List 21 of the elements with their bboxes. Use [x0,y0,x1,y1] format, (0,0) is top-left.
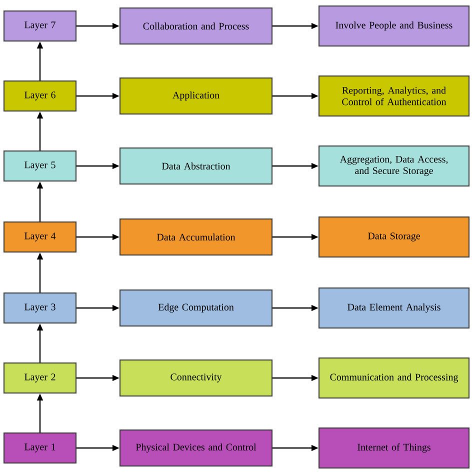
layer-box: Layer 4 [4,222,76,252]
layer-box: Layer 5 [4,150,76,182]
process-box: Physical Devices and Control [120,430,272,466]
process-box: Application [120,78,272,114]
process-box: Data Abstraction [120,148,272,184]
process-box: Collaboration and Process [120,8,272,44]
layer-box: Layer 6 [4,80,76,112]
process-box: Data Accumulation [120,218,272,256]
layer-box: Layer 3 [4,292,76,324]
outcome-box: Data Storage [318,216,470,258]
process-box: Connectivity [120,360,272,396]
outcome-box: Reporting, Analytics, and Control of Authentication [318,76,470,116]
layer-box: Layer 7 [4,10,76,42]
outcome-box: Involve People and Business [318,6,470,46]
outcome-box: Internet of Things [318,428,470,468]
layer-box: Layer 2 [4,362,76,394]
outcome-box: Data Element Analysis [318,288,470,328]
outcome-box: Communication and Processing [318,358,470,398]
process-box: Edge Computation [120,290,272,326]
layer-box: Layer 1 [4,432,76,464]
outcome-box: Aggregation, Data Access, and Secure Storage [318,146,470,186]
